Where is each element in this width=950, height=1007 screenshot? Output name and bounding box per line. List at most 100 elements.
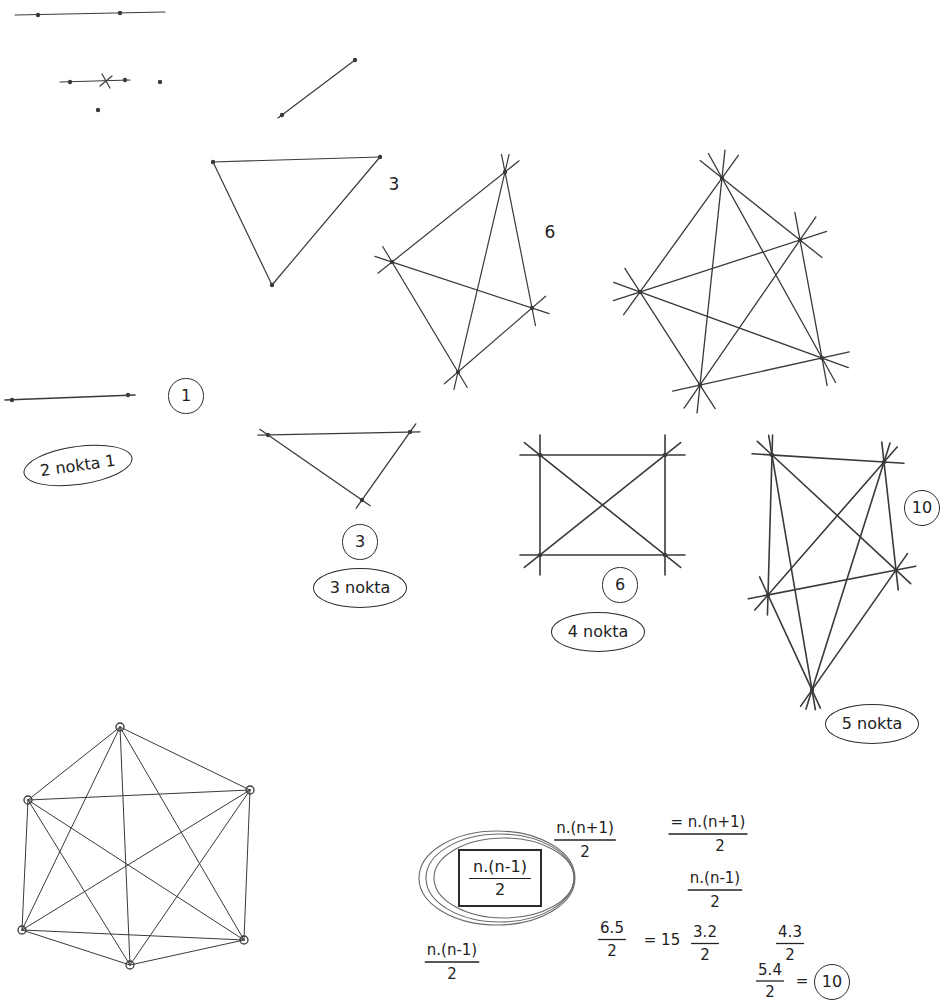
k5-sketch (760, 577, 821, 708)
k4-sketch (383, 247, 468, 388)
k6-sketch (120, 727, 250, 790)
triangle-sketch (213, 162, 272, 285)
circled-number: 10 (814, 964, 850, 1000)
k5-sketch (806, 443, 890, 709)
point-dot (882, 460, 886, 464)
formula-text: 2 (715, 838, 725, 855)
fraction-bar (776, 943, 804, 944)
node-subtext: 2 (491, 879, 509, 900)
k5-sketch (882, 442, 898, 590)
count-number: 3 (389, 175, 400, 194)
point-dot (820, 356, 824, 360)
k5-sketch (624, 155, 739, 314)
formula-text: 2 (607, 943, 617, 960)
k4-sketch (524, 443, 680, 568)
node-text: 10 (912, 498, 932, 517)
k6-sketch (22, 800, 28, 930)
k5-sketch (625, 268, 715, 408)
circled-number: 1 (168, 378, 203, 413)
k5-sketch (757, 441, 910, 583)
point-dot (116, 723, 124, 731)
point-dot (158, 80, 162, 84)
fraction-bar (756, 980, 784, 981)
point-dot (456, 370, 460, 374)
point-dot (663, 553, 667, 557)
scribble-ring (426, 834, 574, 922)
k6-sketch (28, 800, 130, 965)
k4-sketch (444, 296, 545, 384)
point-dot (538, 553, 542, 557)
point-dot (118, 11, 122, 15)
circled-number: 10 (904, 490, 940, 526)
k5-sketch (769, 435, 816, 709)
k6-sketch (28, 790, 250, 800)
k4-sketch (524, 443, 680, 568)
point-dot (360, 498, 364, 502)
line-sketch (5, 395, 135, 400)
node-text: 2 nokta 1 (39, 451, 117, 481)
note-oval: 3 nokta (313, 568, 408, 607)
node-text: 10 (822, 972, 842, 991)
k5-sketch (708, 154, 835, 383)
circled-number: 6 (602, 567, 637, 602)
node-text: 4 nokta (568, 622, 629, 641)
point-dot (894, 568, 898, 572)
point-dot (638, 290, 642, 294)
point-dot (18, 926, 26, 934)
formula-text: n.(n-1) (427, 942, 477, 959)
note-oval: 2 nokta 1 (21, 439, 135, 493)
point-dot (538, 453, 542, 457)
node-text: 5 nokta (842, 714, 903, 733)
k5-sketch (673, 352, 850, 391)
formula-text: 2 (580, 844, 590, 861)
node-text: 1 (181, 386, 191, 405)
point-dot (36, 13, 40, 17)
count-number: 6 (545, 223, 556, 242)
triangle-sketch (213, 157, 380, 162)
line-sketch (278, 60, 355, 118)
k5-sketch (697, 150, 725, 413)
circled-number: 3 (342, 524, 377, 559)
formula-text: 2 (765, 984, 775, 1001)
k5-sketch (755, 447, 897, 610)
point-dot (240, 936, 248, 944)
formula-text: = (796, 973, 809, 990)
formula-text: 3.2 (693, 924, 717, 941)
formula-box: n.(n-1)2 (458, 849, 542, 906)
formula-text: 2 (710, 894, 720, 911)
triangle-sketch (258, 432, 420, 435)
node-text: 3 (355, 532, 365, 551)
k4-sketch (501, 154, 535, 325)
k5-sketch (795, 212, 827, 385)
formula-text: 2 (700, 947, 710, 964)
k6-sketch (120, 727, 130, 965)
k6-sketch (22, 790, 250, 930)
formula-text: 2 (447, 966, 457, 983)
point-dot (663, 453, 667, 457)
point-dot (530, 306, 534, 310)
point-dot (96, 108, 100, 112)
formula-text: n.(n+1) (556, 820, 614, 837)
point-dot (126, 393, 130, 397)
triangle-sketch (272, 157, 380, 285)
k6-sketch (28, 727, 120, 800)
k4-sketch (378, 161, 519, 273)
k5-sketch (684, 217, 816, 408)
point-dot (390, 260, 394, 264)
formula-text: 6.5 (600, 920, 624, 937)
note-oval: 4 nokta (551, 612, 646, 651)
point-dot (353, 58, 357, 62)
node-text: 3 nokta (330, 578, 391, 597)
scribble-ring (419, 831, 575, 925)
k6-sketch (22, 930, 130, 965)
point-dot (810, 688, 814, 692)
fraction-bar (425, 961, 479, 962)
point-dot (68, 80, 72, 84)
point-dot (378, 155, 382, 159)
k6-sketch (28, 800, 244, 940)
node-text: 6 (615, 575, 625, 594)
formula-text: = n.(n+1) (671, 814, 746, 831)
formula-text: 4.3 (778, 924, 802, 941)
